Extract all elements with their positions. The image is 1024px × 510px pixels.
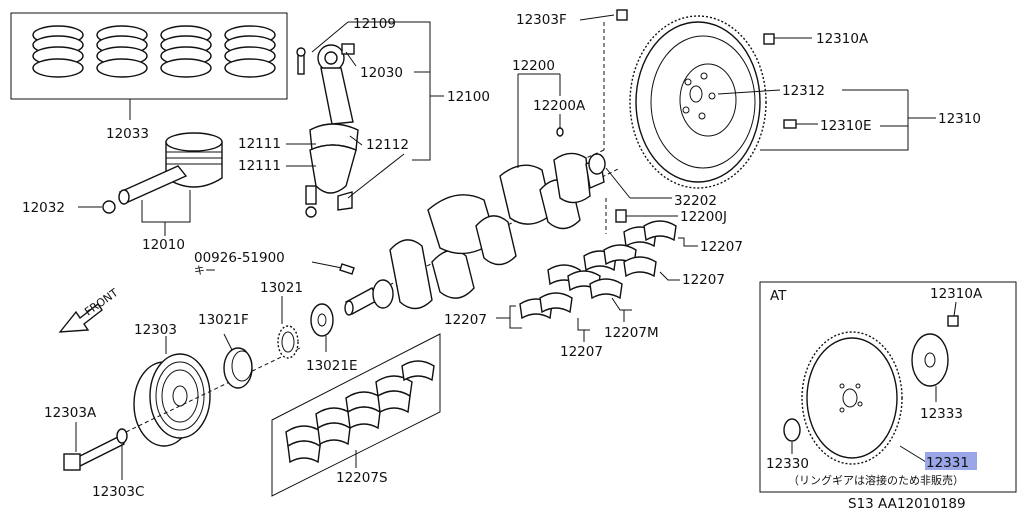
ring-set-1 xyxy=(32,25,84,78)
crank-web-1 xyxy=(389,239,433,310)
crank-plug xyxy=(556,127,564,137)
front-pulley-group: 12303 12303A 12303C 13021F 13021 13021E xyxy=(44,280,357,500)
label-12200A: 12200A xyxy=(533,98,586,114)
drive-plate-bolt xyxy=(947,315,959,327)
crank-sprocket xyxy=(277,325,299,359)
label-12310A: 12310A xyxy=(816,31,869,47)
ring-set-4 xyxy=(224,25,276,78)
crank-web-2 xyxy=(431,249,475,299)
piston-rings-group: 12033 xyxy=(10,12,288,142)
label-12100: 12100 xyxy=(447,89,490,105)
label-12109: 12109 xyxy=(353,16,396,32)
label-12310: 12310 xyxy=(938,111,981,127)
pulley-washer xyxy=(116,428,128,444)
label-12030: 12030 xyxy=(360,65,403,81)
reinforcement-plate xyxy=(911,333,949,387)
label-12207S: 12207S xyxy=(336,470,388,486)
connecting-rod-group: 12109 12030 12100 12111 12111 12112 xyxy=(238,16,490,218)
bearing-set-group: 12207S xyxy=(271,333,441,497)
bearings-group: 12207 12207 12207 12207 12207M xyxy=(444,220,743,360)
connecting-rod xyxy=(320,67,354,125)
label-12032: 12032 xyxy=(22,200,65,216)
label-12111-b: 12111 xyxy=(238,158,281,174)
label-13021E: 13021E xyxy=(306,358,357,374)
crank-web-3 xyxy=(475,215,517,266)
label-00926-51900: 00926-51900 xyxy=(194,250,285,266)
rod-nut xyxy=(305,206,317,218)
label-12010: 12010 xyxy=(142,237,185,253)
label-13021: 13021 xyxy=(260,280,303,296)
label-12207M: 12207M xyxy=(604,325,659,341)
snap-ring-clip xyxy=(102,200,116,214)
crank-web-5 xyxy=(553,152,591,204)
label-12333: 12333 xyxy=(920,406,963,422)
label-12331[interactable]: 12331 xyxy=(926,455,969,471)
bearing-set-box xyxy=(271,333,441,497)
label-12312: 12312 xyxy=(782,83,825,99)
label-12033: 12033 xyxy=(106,126,149,142)
ring-set-3 xyxy=(160,25,212,78)
label-13021F: 13021F xyxy=(198,312,249,328)
crankshaft-group: 12200 12200A 32202 12200J 00926-51900 キー xyxy=(194,22,727,316)
label-12207-d: 12207 xyxy=(560,344,603,360)
diagram-code: S13 AA12010189 xyxy=(848,496,966,510)
rod-bushing xyxy=(341,43,355,55)
label-front: FRONT xyxy=(82,286,120,318)
pilot-bushing xyxy=(588,153,606,175)
piston-group: 12032 12010 xyxy=(22,132,223,253)
crank-pulley xyxy=(149,353,211,439)
rod-cap xyxy=(309,144,357,194)
flywheel-bolt-12310A xyxy=(763,33,775,45)
label-12303: 12303 xyxy=(134,322,177,338)
flywheel-bolt-12303F xyxy=(616,9,628,21)
label-12310E: 12310E xyxy=(820,118,871,134)
drive-plate xyxy=(806,337,898,459)
crank-pilot-plug xyxy=(615,209,627,223)
label-12111-a: 12111 xyxy=(238,136,281,152)
ring-set-2 xyxy=(96,25,148,78)
label-12207-a: 12207 xyxy=(700,239,743,255)
adapter-12330 xyxy=(783,418,801,442)
label-12112: 12112 xyxy=(366,137,409,153)
label-12207-c: 12207 xyxy=(444,312,487,328)
highlight-12331 xyxy=(925,452,977,470)
flywheel-group: 12303F 12310A 12312 12310E 12310 xyxy=(516,9,981,189)
at-box xyxy=(759,281,1017,493)
label-12303C: 12303C xyxy=(92,484,144,500)
label-12200: 12200 xyxy=(512,58,555,74)
label-12207-b: 12207 xyxy=(682,272,725,288)
label-12303F: 12303F xyxy=(516,12,567,28)
at-drive-plate-group: AT 12310A 12333 12330 12331 （リングギアは溶接のため… xyxy=(759,281,1017,493)
dowel-pin-12310E xyxy=(783,119,797,129)
label-32202: 32202 xyxy=(674,193,717,209)
label-key: キー xyxy=(194,264,216,277)
label-note: （リングギアは溶接のため非販売） xyxy=(788,473,964,487)
label-12303A: 12303A xyxy=(44,405,97,421)
oil-pump-drive-spacer xyxy=(310,303,334,337)
label-12310A-at: 12310A xyxy=(930,286,983,302)
front-arrow-icon: FRONT xyxy=(58,286,121,333)
label-12200J: 12200J xyxy=(680,209,727,225)
piston-rings-box xyxy=(10,12,288,100)
label-12330: 12330 xyxy=(766,456,809,472)
label-at: AT xyxy=(770,288,787,304)
woodruff-key xyxy=(339,263,355,275)
